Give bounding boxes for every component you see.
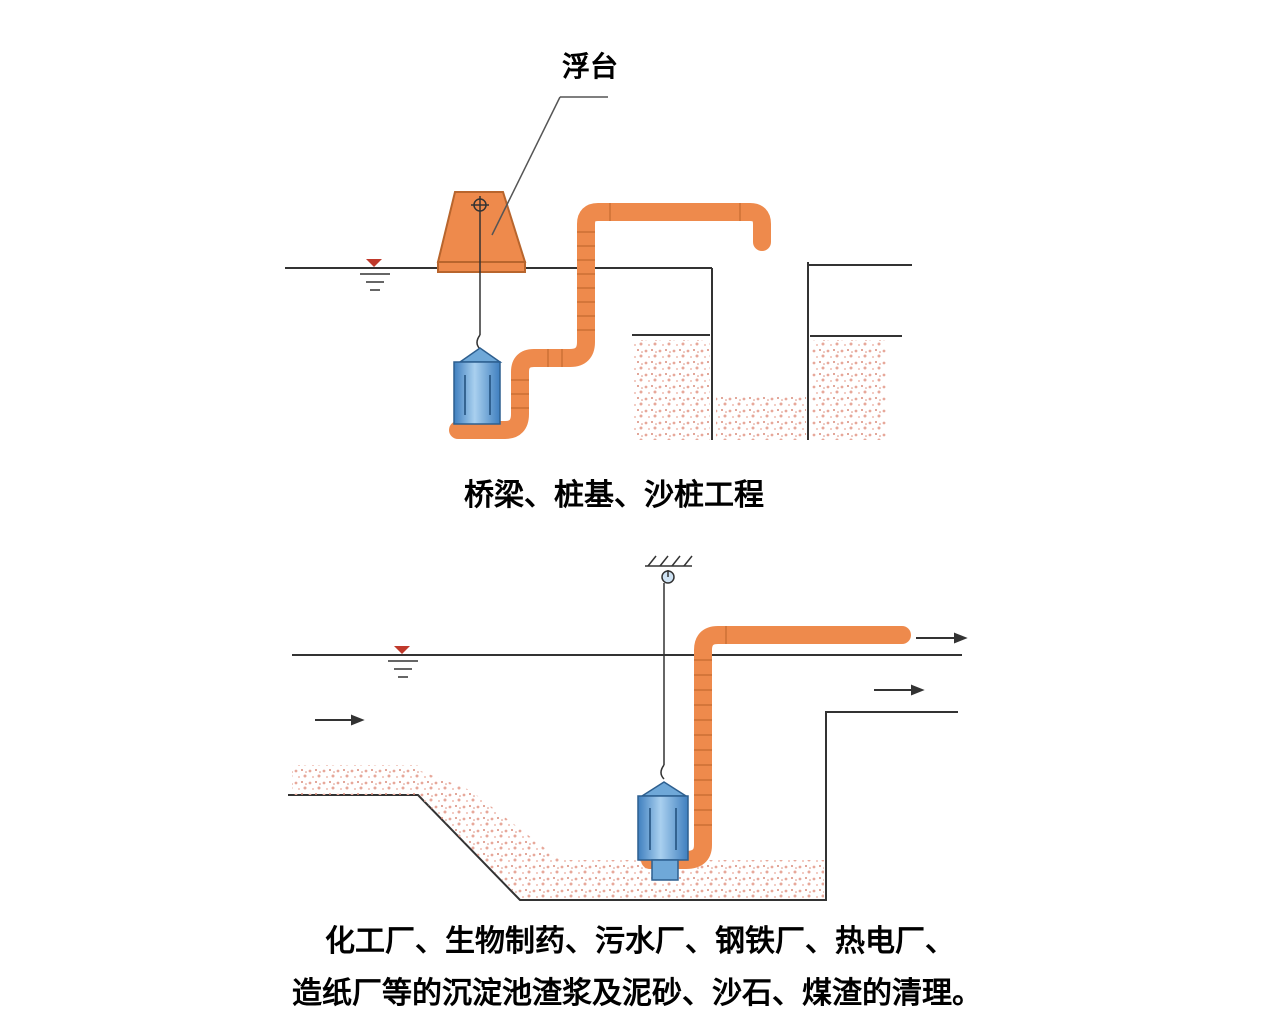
float-platform xyxy=(436,191,527,273)
outflow-arrow-icon xyxy=(874,684,925,696)
float-label-leader xyxy=(491,96,608,236)
inflow-arrow-icon xyxy=(315,714,365,726)
top-sediment xyxy=(634,340,886,440)
top-pit-walls xyxy=(632,262,912,440)
top-diagram: 浮台 桥梁、桩基、沙桩工程 xyxy=(285,50,912,513)
ceiling-anchor xyxy=(645,555,693,567)
bottom-caption-line2: 造纸厂等的沉淀池渣浆及泥砂、沙石、煤渣的清理。 xyxy=(292,976,982,1011)
bottom-pump xyxy=(637,781,689,881)
flow-arrows xyxy=(315,632,968,726)
bottom-water-level-marker xyxy=(388,646,418,678)
bottom-caption-line1: 化工厂、生物制药、污水厂、钢铁厂、热电厂、 xyxy=(325,924,955,959)
bottom-diagram: 化工厂、生物制药、污水厂、钢铁厂、热电厂、 造纸厂等的沉淀池渣浆及泥砂、沙石、煤… xyxy=(288,555,982,1011)
float-label: 浮台 xyxy=(562,50,618,83)
top-discharge-pipe xyxy=(449,203,771,439)
top-caption: 桥梁、桩基、沙桩工程 xyxy=(464,478,764,513)
top-water-level-marker xyxy=(360,259,390,291)
bottom-discharge-pipe xyxy=(641,626,911,869)
discharge-arrow-icon xyxy=(916,632,968,644)
top-pump xyxy=(453,347,503,425)
bottom-pipe-ribs xyxy=(694,626,727,826)
bottom-sediment xyxy=(292,765,824,898)
top-pipe-ribs xyxy=(511,203,741,409)
